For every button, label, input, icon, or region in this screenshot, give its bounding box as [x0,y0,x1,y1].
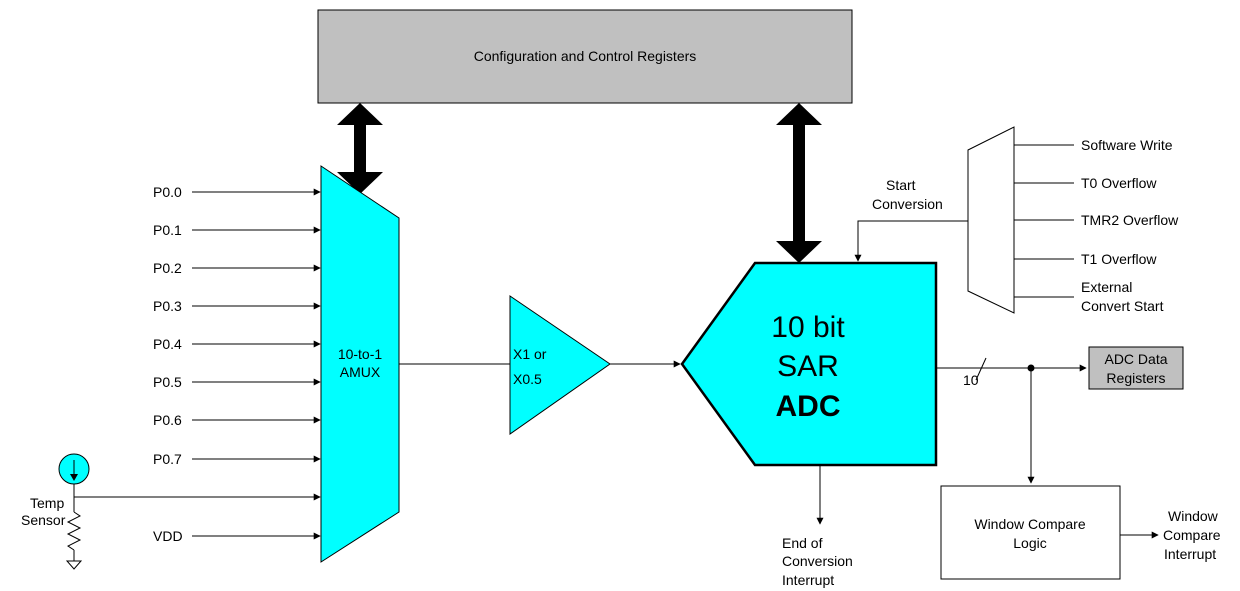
window-interrupt-label-line1: Window [1168,508,1219,524]
start-source-t0-overflow: T0 Overflow [1081,175,1157,191]
window-interrupt-label-line3: Interrupt [1164,546,1216,562]
window-compare-label-line2: Logic [1013,535,1046,551]
amplifier-label-line2: X0.5 [513,371,542,387]
start-source-lines [1014,144,1074,298]
input-label-p07: P0.7 [153,451,182,467]
window-compare-label-line1: Window Compare [974,516,1085,532]
ground-icon [65,560,83,570]
amplifier-block [509,295,611,435]
input-label-p00: P0.0 [153,184,182,200]
input-label-p06: P0.6 [153,412,182,428]
amux-label-line1: 10-to-1 [338,346,383,362]
amplifier-label-line1: X1 or [513,346,547,362]
temp-sensor: Temp Sensor [21,453,90,570]
adc-label-line2: SAR [777,350,839,383]
adc-label-line1: 10 bit [771,311,845,344]
eoc-label-line3: Interrupt [782,572,834,588]
temp-sensor-label-line2: Sensor [21,512,66,528]
start-source-software-write: Software Write [1081,137,1173,153]
start-source-external-line2: Convert Start [1081,298,1164,314]
bus-width-label: 10 [963,372,979,388]
input-label-p03: P0.3 [153,298,182,314]
start-source-external-line1: External [1081,279,1132,295]
input-labels: P0.0 P0.1 P0.2 P0.3 P0.4 P0.5 P0.6 P0.7 … [153,184,183,544]
config-registers-label: Configuration and Control Registers [474,48,697,64]
window-compare-block [940,485,1121,580]
start-conversion-label-line2: Conversion [872,196,943,212]
input-lines [74,188,321,540]
temp-sensor-label-line1: Temp [30,495,64,511]
adc-data-registers-label-line1: ADC Data [1104,351,1167,367]
start-conversion-label-line1: Start [886,177,916,193]
input-label-p02: P0.2 [153,260,182,276]
bus-width-slash [975,357,987,381]
window-interrupt-label-line2: Compare [1163,527,1221,543]
input-label-p01: P0.1 [153,222,182,238]
start-select-mux [967,126,1015,314]
amux-label-line2: AMUX [340,364,381,380]
input-label-vdd: VDD [153,528,183,544]
input-label-p05: P0.5 [153,374,182,390]
amux-block [320,165,400,563]
eoc-label-line1: End of [782,535,823,551]
config-amux-bus-arrow [337,103,383,194]
eoc-label-line2: Conversion [782,553,853,569]
config-registers-block [317,9,853,104]
adc-data-registers-block [1088,346,1184,390]
start-source-tmr2-overflow: TMR2 Overflow [1081,212,1179,228]
adc-block [680,261,938,467]
config-adc-bus-arrow [776,103,822,263]
start-source-t1-overflow: T1 Overflow [1081,251,1157,267]
start-conversion-line [854,220,968,262]
adc-data-registers-label-line2: Registers [1106,370,1165,386]
adc-label-line3: ADC [776,390,841,423]
input-label-p04: P0.4 [153,336,182,352]
current-arrowhead-icon [70,474,78,481]
resistor-icon [66,511,82,551]
